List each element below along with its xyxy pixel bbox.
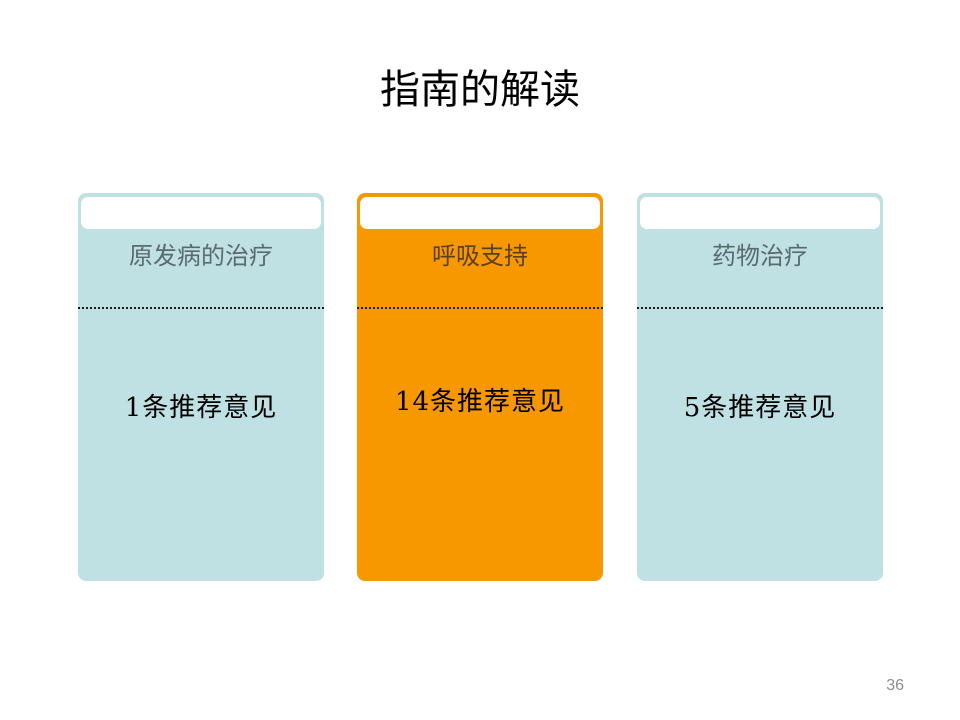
card-heading: 药物治疗 [712,242,808,270]
card-recommendation-count: 1条推荐意见 [124,393,278,423]
slide-title: 指南的解读 [380,67,580,113]
card-header-tab [360,197,600,229]
card-header-tab [640,197,880,229]
card-heading: 呼吸支持 [432,242,528,270]
card-divider [637,307,883,309]
card-drug-therapy: 药物治疗 5条推荐意见 [637,193,883,581]
card-header-tab [81,197,321,229]
card-divider [78,307,324,309]
card-recommendation-count: 14条推荐意见 [394,387,566,417]
card-recommendation-count: 5条推荐意见 [683,393,837,423]
card-divider [357,307,603,309]
card-heading: 原发病的治疗 [129,242,273,270]
card-respiratory-support: 呼吸支持 14条推荐意见 [357,193,603,581]
card-primary-disease-treatment: 原发病的治疗 1条推荐意见 [78,193,324,581]
page-number: 36 [886,677,904,694]
